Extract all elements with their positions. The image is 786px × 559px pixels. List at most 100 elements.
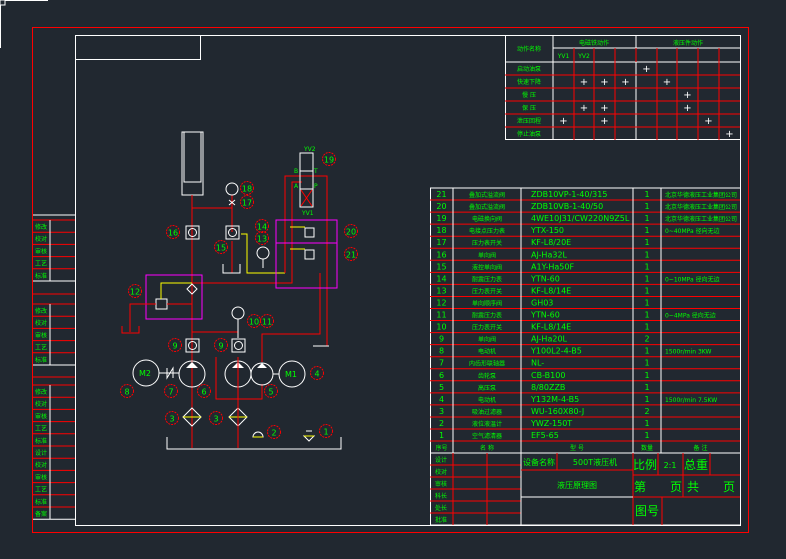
callout-number: 12 (130, 288, 140, 297)
motor-label: M1 (285, 370, 297, 379)
action-row-label: 泄压回程 (517, 117, 541, 125)
callout-circle (267, 425, 281, 439)
part-name: 齿轮泵 (478, 372, 496, 380)
callout-number: 8 (124, 388, 129, 397)
part-model: YWZ-150T (530, 419, 572, 428)
part-name: 高压泵 (478, 384, 496, 392)
scale-value: 2:1 (664, 461, 677, 470)
sign-label: 审核 (435, 480, 447, 488)
part-model: KF-L8/20E (531, 238, 571, 247)
part-qty: 2 (644, 335, 649, 344)
callout-circle (120, 384, 134, 398)
sequence-valve-module (145, 274, 203, 320)
part-no: 13 (436, 286, 446, 295)
part-model: YTN-60 (530, 311, 560, 320)
callout-circle (165, 411, 179, 425)
part-qty: 1 (644, 262, 649, 271)
callout-number: 14 (257, 223, 267, 232)
action-mark: + (683, 90, 691, 101)
sign-label: 处长 (435, 504, 447, 512)
drawing-code-box (75, 35, 201, 60)
callout-circle (310, 366, 324, 380)
callout-number: 18 (242, 185, 252, 194)
callout-circle (214, 240, 228, 254)
part-note: 北京华德液压工业集团公司 (665, 215, 737, 223)
callout-circle (319, 424, 333, 438)
part-name: 吸油过滤器 (472, 408, 502, 416)
callout-number: 1 (323, 428, 328, 437)
part-qty: 1 (644, 286, 649, 295)
sub-column-header: YV2 (577, 53, 590, 60)
callout-number: 2 (271, 429, 276, 438)
vane-pump-5b (250, 362, 274, 386)
sign-label: 批准 (435, 516, 447, 524)
column-header: 名 称 (480, 444, 494, 452)
part-qty: 1 (644, 274, 649, 283)
part-note: 1500r/min 7.5KW (665, 397, 717, 404)
part-qty: 2 (644, 407, 649, 416)
check-valve-9b (231, 338, 246, 353)
action-mark: + (683, 103, 691, 114)
part-name: 耐震压力表 (472, 312, 502, 320)
action-mark: + (725, 129, 733, 140)
part-qty: 1 (644, 190, 649, 199)
callout-number: 3 (213, 415, 218, 424)
part-no: 7 (439, 359, 444, 368)
callout-circle (344, 247, 358, 261)
scale-label: 比例 (633, 458, 657, 472)
sheet-label: 第 页 (634, 480, 682, 494)
part-model: EF5-65 (531, 431, 559, 440)
part-qty: 1 (644, 359, 649, 368)
air-filter-1 (302, 430, 316, 442)
hydraulic-schematic: YV2 B T A P YV1 M1 M2 (120, 131, 358, 450)
action-mark: + (663, 77, 671, 88)
callout-number: 4 (314, 370, 319, 379)
column-header: 数量 (641, 444, 653, 452)
part-qty: 1 (644, 238, 649, 247)
callout-circle (260, 314, 274, 328)
part-qty: 1 (644, 371, 649, 380)
part-name: 单向阀 (478, 336, 496, 344)
port-label: P (314, 183, 318, 190)
part-no: 12 (436, 298, 446, 307)
part-model: A1Y-Ha50F (531, 262, 574, 271)
action-header: 动作名称 (517, 45, 541, 53)
action-mark: + (600, 77, 608, 88)
hydraulic-cylinder (181, 131, 204, 196)
callout-number: 17 (242, 199, 252, 208)
part-no: 18 (436, 226, 446, 235)
revision-label: 修改 (35, 307, 47, 315)
revision-label: 校对 (35, 235, 47, 243)
drawing-title: 液压原理图 (557, 480, 597, 490)
revision-label: 修改 (35, 388, 47, 396)
oil-tank (166, 437, 342, 450)
gear-pump-6 (178, 360, 206, 388)
part-name: 电动机 (478, 396, 496, 404)
callout-number: 7 (168, 388, 173, 397)
callout-number: 9 (218, 342, 223, 351)
part-no: 4 (439, 395, 444, 404)
part-qty: 1 (644, 311, 649, 320)
motor-label: M2 (139, 369, 151, 378)
part-model: 4WE10J31/CW220N9Z5L (531, 214, 630, 223)
part-model: CB-B100 (531, 371, 565, 380)
revision-label: 校对 (35, 461, 47, 469)
revision-label: 设计 (35, 449, 47, 457)
part-qty: 1 (644, 323, 649, 332)
callout-circle (166, 225, 180, 239)
revision-label: 审核 (35, 247, 47, 255)
part-name: 单向阀 (478, 251, 496, 259)
callout-number: 19 (324, 156, 334, 165)
port-label: B (294, 168, 298, 175)
pilot-check-valve-15 (225, 225, 240, 240)
part-name: 液位液温计 (472, 420, 502, 428)
part-no: 8 (439, 347, 444, 356)
callout-circle (240, 181, 254, 195)
action-row-label: 启动油泵 (517, 65, 541, 73)
callout-number: 16 (168, 229, 178, 238)
drawing-no-label: 图号 (635, 504, 659, 518)
part-model: WU-160X80-J (531, 407, 584, 416)
